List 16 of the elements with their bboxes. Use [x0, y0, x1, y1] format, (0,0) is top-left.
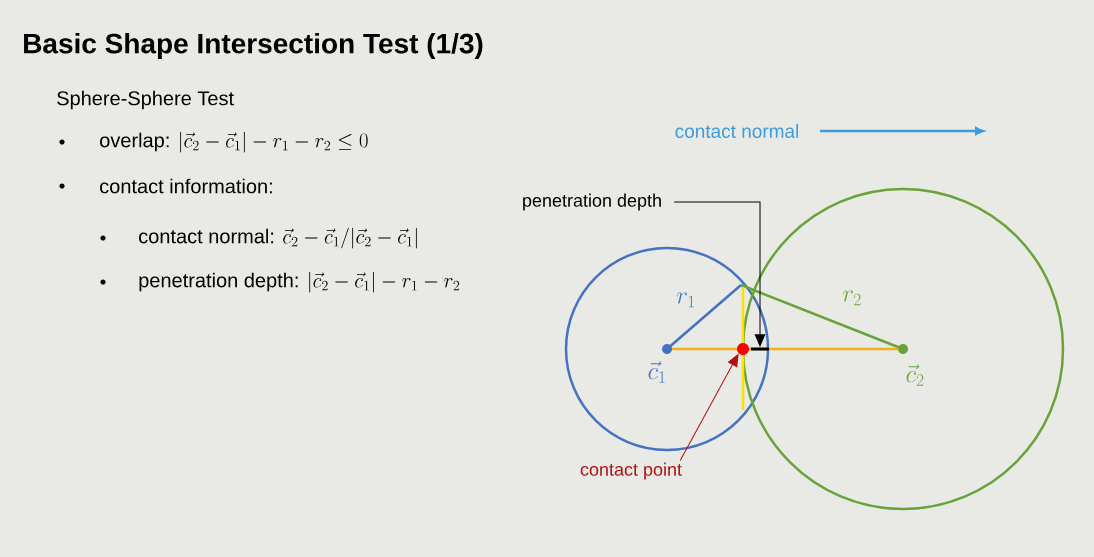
bullet-text: Sphere-Sphere Test: [57, 90, 234, 110]
title: Basic Shape Intersection Test (1/3): [24, 32, 483, 60]
bullet-text: penetration depth: $|\vec{c}_2-\vec{c}_1|-r_1-r_2$: [139, 271, 460, 293]
leader-text: penetration depth: [523, 193, 661, 211]
center-label: $\vec{c}_1$: [648, 361, 665, 383]
arrow: [679, 353, 739, 461]
bullet-text: contact information:: [100, 178, 272, 194]
leader-text: contact point: [580, 462, 682, 480]
center-label: $\vec{c}_2$: [906, 364, 924, 386]
leader-line: [673, 201, 766, 348]
radius-label: $r_1$: [677, 292, 694, 308]
radius-label: $r_2$: [843, 290, 861, 306]
axis-label: contact normal: [675, 124, 798, 138]
penetration-segment: [751, 347, 769, 351]
bullet-text: contact normal: $\vec{c}_2-\vec{c}_1/|\vec{c}_2-\vec{c}_1|$: [139, 227, 417, 249]
bullet-text: overlap: $|\vec{c}_2-\vec{c}_1|-r_1-r_2\leq 0$: [100, 131, 368, 153]
